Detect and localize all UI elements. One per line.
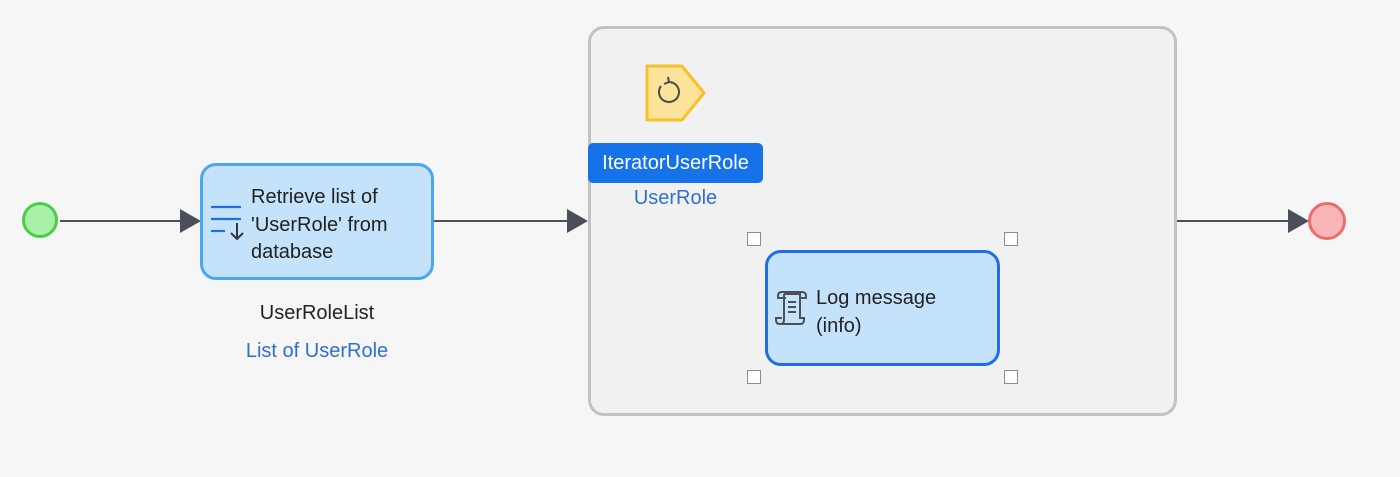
loop-iterator-icon[interactable] [644, 63, 708, 130]
output-variable-type[interactable]: List of UserRole [245, 340, 389, 362]
flow-arrowhead [180, 209, 201, 233]
log-message-activity[interactable]: Log message (info) [765, 250, 1000, 366]
resize-handle-top-left[interactable] [747, 232, 761, 246]
output-variable-name: UserRoleList [259, 302, 375, 324]
retrieve-list-icon [209, 203, 249, 248]
log-scroll-icon [774, 289, 810, 332]
flow-arrowhead [567, 209, 588, 233]
log-message-label: Log message (info) [816, 287, 937, 337]
retrieve-activity-label: Retrieve list of 'UserRole' from databas… [251, 186, 388, 263]
start-event[interactable] [22, 202, 58, 238]
resize-handle-bottom-right[interactable] [1004, 370, 1018, 384]
end-event[interactable] [1308, 202, 1346, 240]
retrieve-activity[interactable]: Retrieve list of 'UserRole' from databas… [200, 163, 434, 280]
iterator-name-badge[interactable]: IteratorUserRole [588, 143, 763, 183]
resize-handle-bottom-left[interactable] [747, 370, 761, 384]
iterator-type[interactable]: UserRole [633, 187, 718, 209]
flow-arrowhead [1288, 209, 1309, 233]
resize-handle-top-right[interactable] [1004, 232, 1018, 246]
